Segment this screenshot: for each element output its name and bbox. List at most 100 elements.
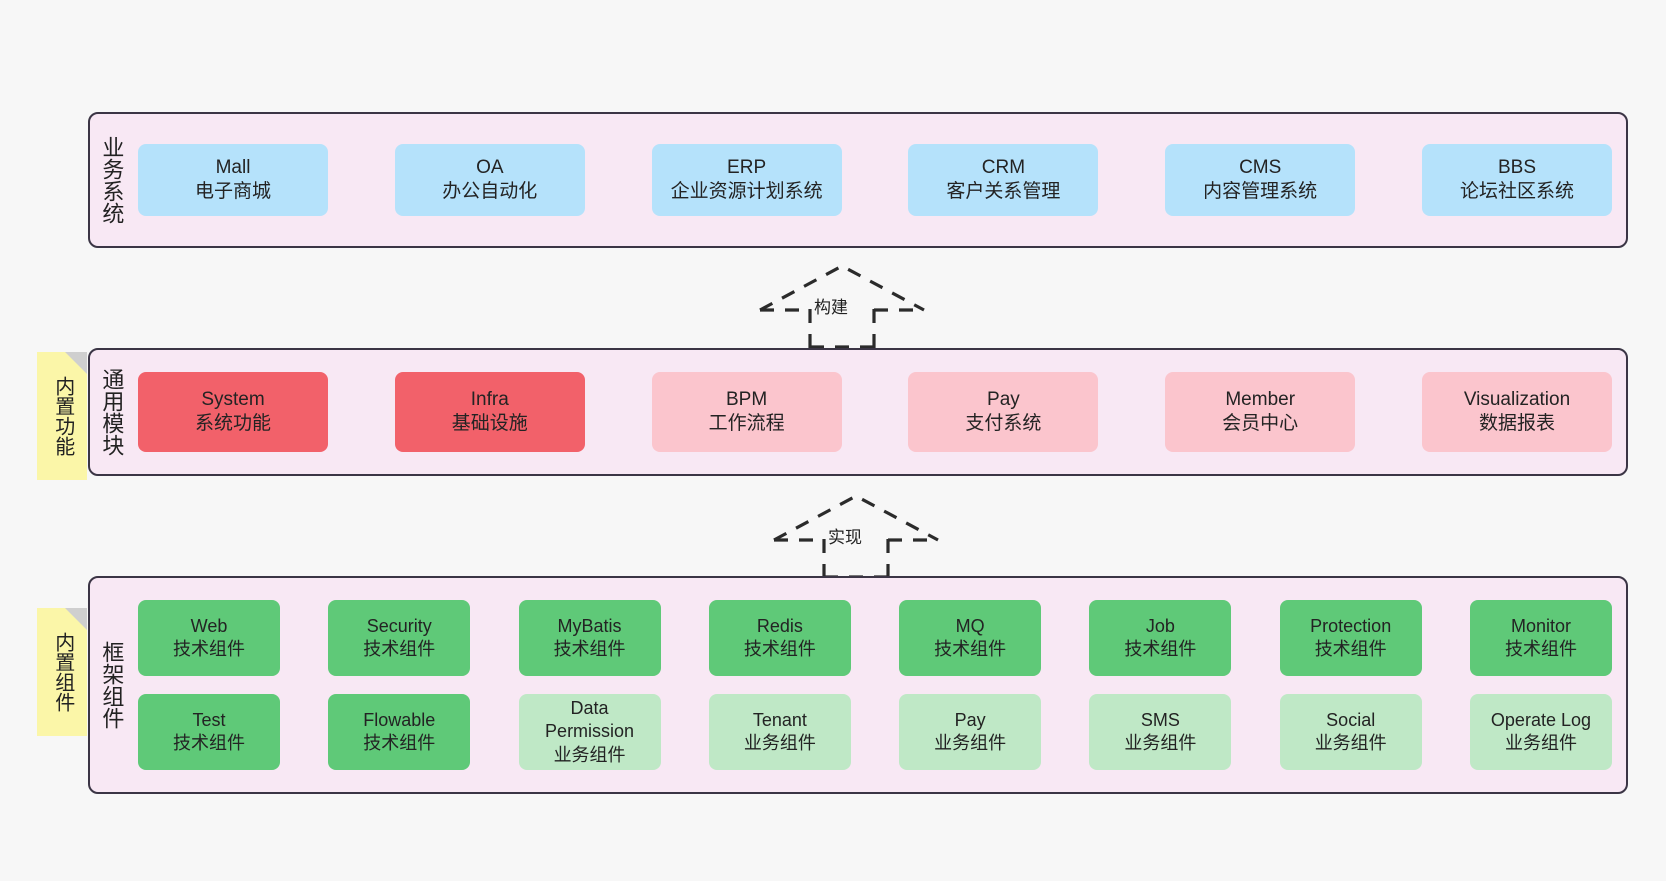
node-title-cn: 客户关系管理 <box>946 181 1061 202</box>
node-title-cn: 会员中心 <box>1222 413 1299 434</box>
node-title-cn: 业务组件 <box>1314 733 1387 753</box>
node-row: Test 技术组件 Flowable 技术组件 Data Permission … <box>138 694 1612 770</box>
node-bpm[interactable]: BPM 工作流程 <box>651 372 842 452</box>
node-tenant[interactable]: Tenant 业务组件 <box>708 694 851 770</box>
node-title-en: Monitor <box>1510 615 1571 636</box>
layer-common-modules: 通用模块 System 系统功能 Infra 基础设施 BPM 工作流程 Pay <box>88 348 1628 476</box>
node-title-cn: 技术组件 <box>363 733 436 753</box>
node-title-cn: 技术组件 <box>1314 639 1387 659</box>
node-title-en: ERP <box>727 156 767 178</box>
node-title-cn: 技术组件 <box>173 639 245 659</box>
node-title-cn: 业务组件 <box>934 733 1007 753</box>
node-title-en: Job <box>1145 615 1175 636</box>
node-crm[interactable]: CRM 客户关系管理 <box>908 144 1099 216</box>
node-redis[interactable]: Redis 技术组件 <box>708 600 851 676</box>
node-title-cn: 技术组件 <box>1124 639 1197 659</box>
node-row: System 系统功能 Infra 基础设施 BPM 工作流程 Pay 支付系统… <box>138 372 1612 452</box>
node-bbs[interactable]: BBS 论坛社区系统 <box>1421 144 1612 216</box>
node-title-cn: 企业资源计划系统 <box>670 181 823 202</box>
node-title-en: BBS <box>1497 156 1536 178</box>
node-title-cn: 技术组件 <box>1504 639 1577 659</box>
node-title-en: Flowable <box>363 709 436 730</box>
node-title-en: Test <box>192 709 226 730</box>
node-cms[interactable]: CMS 内容管理系统 <box>1165 144 1356 216</box>
node-title-cn: 内容管理系统 <box>1203 181 1318 202</box>
node-title-cn: 技术组件 <box>553 639 626 659</box>
layer-title-framework: 框架组件 <box>99 641 125 729</box>
node-pay-component[interactable]: Pay 业务组件 <box>899 694 1042 770</box>
sticky-note-builtin-components: 内置组件 <box>37 608 87 736</box>
node-title-cn: 基础设施 <box>451 413 528 434</box>
node-title-en: Tenant <box>752 709 807 730</box>
node-title-en: System <box>201 388 265 410</box>
node-title-en: Operate Log <box>1490 709 1591 730</box>
node-title-en: Protection <box>1310 615 1392 636</box>
node-title-cn: 技术组件 <box>934 639 1007 659</box>
layer-business-systems: 业务系统 Mall 电子商城 OA 办公自动化 ERP 企业资源计划系统 CRM <box>88 112 1628 248</box>
node-infra[interactable]: Infra 基础设施 <box>394 372 585 452</box>
node-security[interactable]: Security 技术组件 <box>328 600 471 676</box>
node-visualization[interactable]: Visualization 数据报表 <box>1421 372 1612 452</box>
node-title-cn: 业务组件 <box>743 733 816 753</box>
node-title-cn: 业务组件 <box>553 744 626 765</box>
node-title-en: Infra <box>470 388 509 410</box>
node-title-cn: 办公自动化 <box>442 181 538 202</box>
node-title-en: BPM <box>726 388 768 410</box>
node-title-en: Member <box>1225 388 1296 410</box>
node-title-cn: 业务组件 <box>1504 733 1577 753</box>
node-title-en: Data Permission <box>545 698 635 742</box>
node-title-en: MyBatis <box>557 615 622 636</box>
node-web[interactable]: Web 技术组件 <box>138 600 280 676</box>
arrow-implement: 实现 <box>766 492 946 579</box>
node-title-en: OA <box>476 156 504 178</box>
node-title-cn: 技术组件 <box>173 733 245 753</box>
node-title-en: Social <box>1326 709 1376 730</box>
node-title-cn: 工作流程 <box>708 413 785 434</box>
layer-title-business: 业务系统 <box>99 136 125 224</box>
node-mq[interactable]: MQ 技术组件 <box>899 600 1042 676</box>
node-title-en: Pay <box>987 388 1020 410</box>
node-erp[interactable]: ERP 企业资源计划系统 <box>651 144 842 216</box>
layer-framework-components: 框架组件 Web 技术组件 Security 技术组件 MyBatis 技术组件… <box>88 576 1628 794</box>
layer-body-modules: System 系统功能 Infra 基础设施 BPM 工作流程 Pay 支付系统… <box>132 350 1626 474</box>
node-title-en: Visualization <box>1463 388 1571 410</box>
sticky-note-builtin-features: 内置功能 <box>37 352 87 480</box>
layer-body-framework: Web 技术组件 Security 技术组件 MyBatis 技术组件 Redi… <box>132 578 1626 792</box>
node-title-en: Security <box>366 615 432 636</box>
node-member[interactable]: Member 会员中心 <box>1165 372 1356 452</box>
node-pay-module[interactable]: Pay 支付系统 <box>908 372 1099 452</box>
node-title-en: Pay <box>954 709 986 730</box>
node-oa[interactable]: OA 办公自动化 <box>394 144 585 216</box>
node-flowable[interactable]: Flowable 技术组件 <box>328 694 471 770</box>
node-operate-log[interactable]: Operate Log 业务组件 <box>1469 694 1612 770</box>
node-system[interactable]: System 系统功能 <box>138 372 328 452</box>
node-row: Mall 电子商城 OA 办公自动化 ERP 企业资源计划系统 CRM 客户关系… <box>138 144 1612 216</box>
layer-title-modules: 通用模块 <box>99 368 125 456</box>
node-protection[interactable]: Protection 技术组件 <box>1279 600 1422 676</box>
node-title-en: Mall <box>215 156 251 178</box>
node-job[interactable]: Job 技术组件 <box>1089 600 1232 676</box>
node-title-cn: 业务组件 <box>1124 733 1197 753</box>
node-test[interactable]: Test 技术组件 <box>138 694 280 770</box>
node-sms[interactable]: SMS 业务组件 <box>1089 694 1232 770</box>
node-mall[interactable]: Mall 电子商城 <box>138 144 328 216</box>
node-title-cn: 系统功能 <box>194 413 271 434</box>
node-monitor[interactable]: Monitor 技术组件 <box>1469 600 1612 676</box>
node-title-cn: 技术组件 <box>363 639 436 659</box>
node-title-en: CMS <box>1239 156 1282 178</box>
node-mybatis[interactable]: MyBatis 技术组件 <box>518 600 661 676</box>
arrow-implement-label: 实现 <box>828 528 862 547</box>
layer-body-business: Mall 电子商城 OA 办公自动化 ERP 企业资源计划系统 CRM 客户关系… <box>132 114 1626 246</box>
node-title-cn: 技术组件 <box>743 639 816 659</box>
node-row: Web 技术组件 Security 技术组件 MyBatis 技术组件 Redi… <box>138 600 1612 676</box>
node-data-permission[interactable]: Data Permission 业务组件 <box>518 694 661 770</box>
node-title-en: SMS <box>1140 709 1180 730</box>
node-title-cn: 数据报表 <box>1478 413 1555 434</box>
node-social[interactable]: Social 业务组件 <box>1279 694 1422 770</box>
arrow-build: 构建 <box>752 262 932 349</box>
node-title-en: Web <box>190 615 228 636</box>
node-title-cn: 支付系统 <box>965 413 1042 434</box>
node-title-en: MQ <box>955 615 985 636</box>
node-title-cn: 论坛社区系统 <box>1459 181 1574 202</box>
